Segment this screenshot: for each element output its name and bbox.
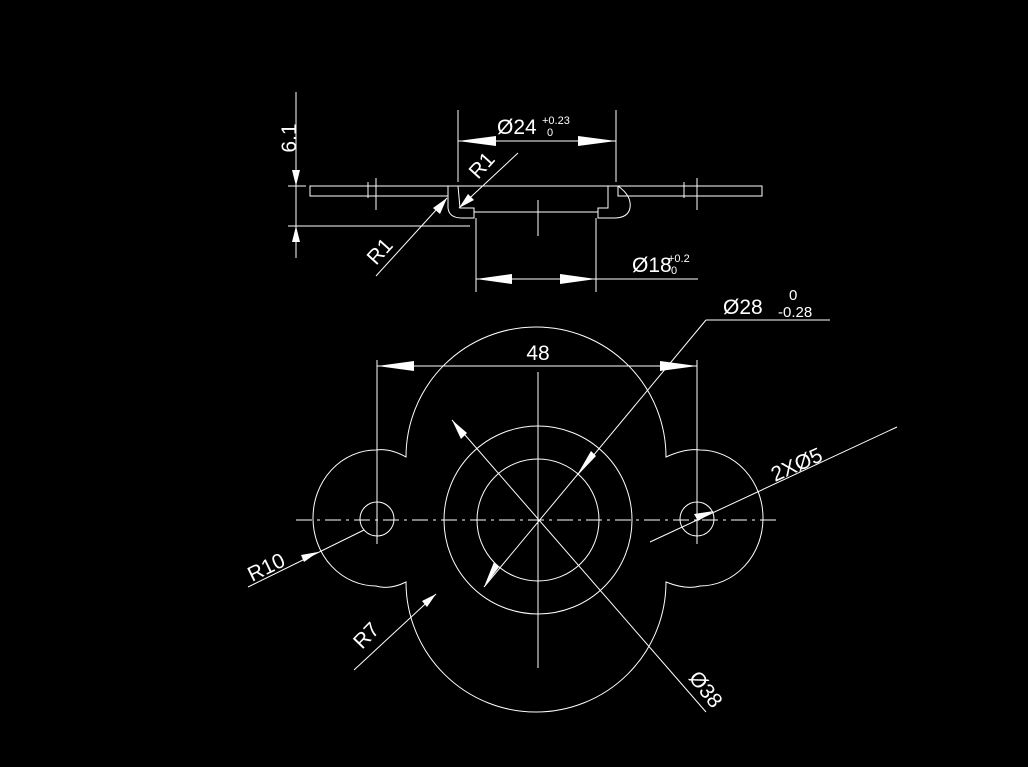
bore-bottom-arrow-left bbox=[476, 274, 512, 284]
fillet-outer-arrow bbox=[433, 198, 447, 214]
spacing-arrow-left bbox=[377, 361, 414, 371]
boss-dia-leader bbox=[483, 319, 707, 588]
flange-dia-leader bbox=[451, 419, 707, 713]
thickness-arrow-top bbox=[292, 170, 300, 186]
waist-radius-leader bbox=[353, 593, 437, 671]
boss-dia-upper-tol: 0 bbox=[789, 287, 797, 304]
section-left-wall bbox=[447, 185, 475, 219]
section-right-flange bbox=[617, 185, 763, 197]
boss-dia-label: Ø28 bbox=[723, 296, 763, 319]
fillet-outer-leader bbox=[375, 197, 448, 277]
boss-dia-arrow-lower bbox=[484, 562, 499, 587]
bore-top-label: Ø24 bbox=[497, 116, 537, 139]
spacing-label: 48 bbox=[526, 342, 549, 365]
flange-dia-label: Ø38 bbox=[684, 667, 727, 712]
boss-dia-lower-tol: -0.28 bbox=[778, 304, 812, 321]
end-radius-arrow bbox=[301, 552, 318, 562]
bore-top-upper-tol: +0.23 bbox=[542, 115, 570, 127]
section-right-wall bbox=[597, 185, 631, 219]
bore-top-lower-tol: 0 bbox=[547, 127, 553, 139]
bore-bottom-label: Ø18 bbox=[632, 254, 672, 277]
fillet-inner-arrow bbox=[459, 194, 474, 208]
holes-leader bbox=[649, 426, 898, 543]
section-left-flange bbox=[309, 185, 449, 197]
holes-label: 2XØ5 bbox=[768, 444, 826, 487]
plan-view: 48 Ø28 0 -0.28 Ø38 2XØ5 R10 R7 bbox=[244, 287, 898, 713]
fillet-inner-label: R1 bbox=[465, 148, 500, 183]
thickness-dim-label: 6.1 bbox=[278, 123, 301, 152]
bore-bottom-upper-tol: +0.2 bbox=[668, 253, 690, 265]
thickness-arrow-bottom bbox=[292, 226, 300, 242]
bore-top-arrow-right bbox=[578, 136, 616, 146]
boss-dia-arrow-upper bbox=[576, 451, 596, 477]
flange-outline bbox=[312, 326, 764, 713]
spacing-arrow-right bbox=[660, 361, 697, 371]
end-radius-label: R10 bbox=[244, 549, 289, 587]
section-view: 6.1 Ø24 +0.23 0 R1 R1 Ø18 +0.2 0 bbox=[278, 92, 763, 292]
waist-radius-arrow bbox=[422, 594, 436, 607]
waist-radius-label: R7 bbox=[349, 618, 384, 653]
flange-dia-arrow bbox=[452, 420, 467, 439]
bore-bottom-lower-tol: 0 bbox=[671, 265, 677, 277]
fillet-outer-label: R1 bbox=[363, 234, 398, 269]
bore-bottom-arrow-right bbox=[560, 274, 596, 284]
bore-top-arrow-left bbox=[458, 136, 496, 146]
holes-arrow bbox=[694, 511, 714, 521]
